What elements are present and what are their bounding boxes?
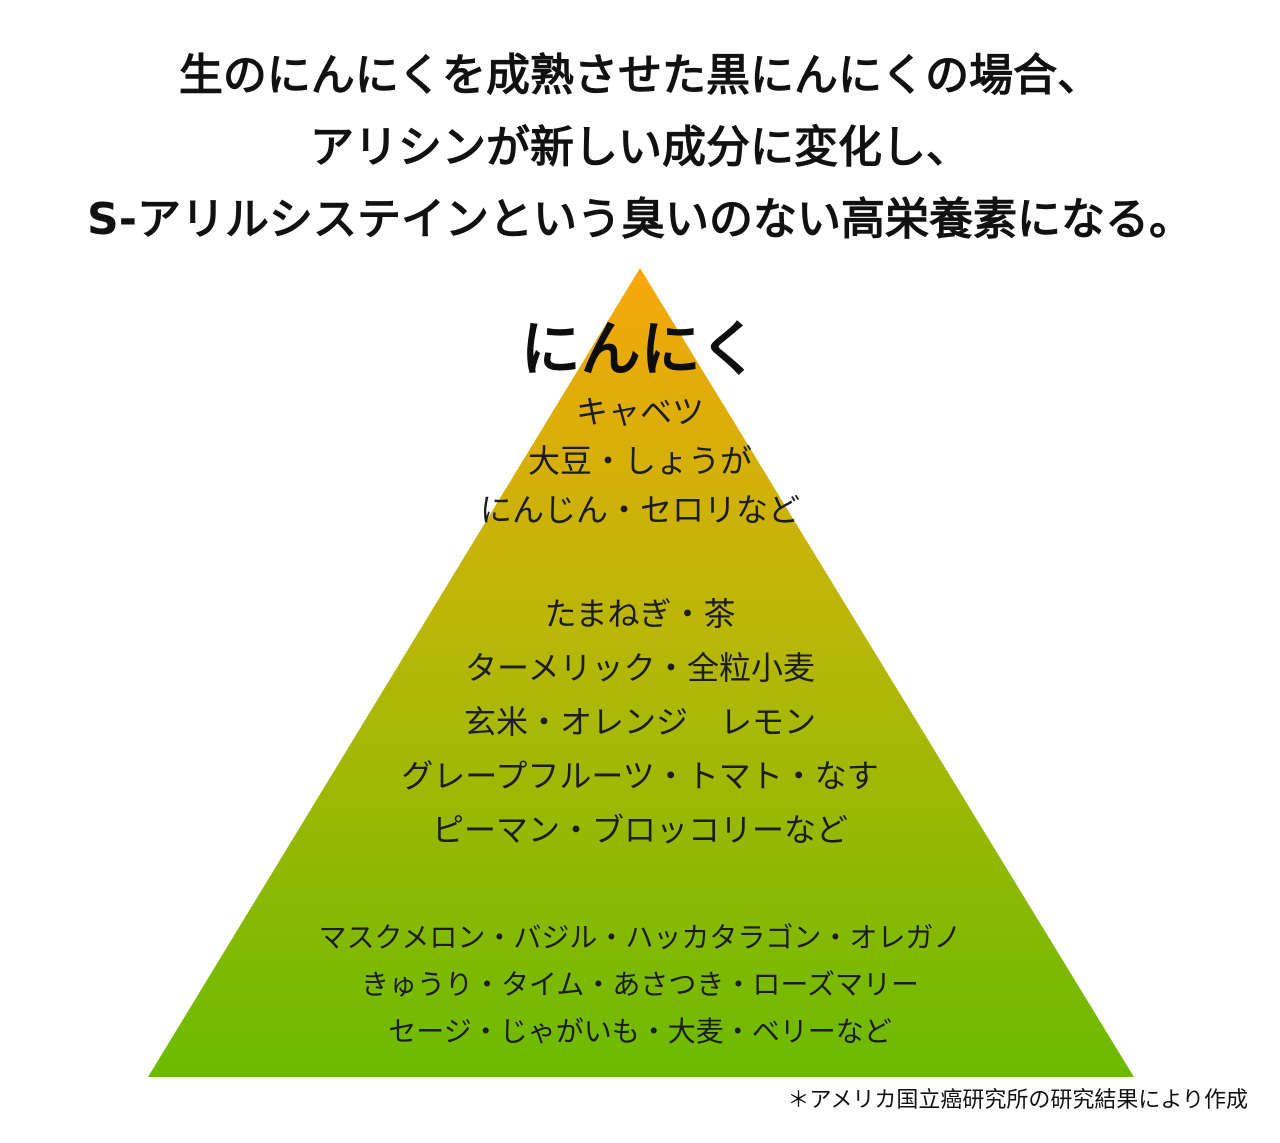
pyramid-top-title: にんにく — [520, 315, 760, 385]
pyramid-tier-2: たまねぎ・茶 ターメリック・全粒小麦 玄米・オレンジ レモン グレープフルーツ・… — [0, 587, 1280, 857]
tier-2-line: ピーマン・ブロッコリーなど — [431, 811, 848, 849]
tier-3-line: マスクメロン・バジル・ハッカタラゴン・オレガノ — [318, 921, 962, 954]
tier-1-line: キャベツ — [575, 393, 704, 431]
tier-3-line: セージ・じゃがいも・大麦・ベリーなど — [388, 1015, 892, 1048]
tier-2-line: たまねぎ・茶 — [544, 595, 736, 633]
tier-1-line: にんじん・セロリなど — [479, 491, 800, 529]
tier-2-line: 玄米・オレンジ レモン — [463, 703, 816, 741]
heading-line-2: アリシンが新しい成分に変化し、 — [310, 122, 970, 173]
tier-3-line: きゅうり・タイム・あさつき・ローズマリー — [360, 968, 920, 1001]
pyramid-tier-3: マスクメロン・バジル・ハッカタラゴン・オレガノ きゅうり・タイム・あさつき・ロー… — [0, 914, 1280, 1055]
tier-1-line: 大豆・しょうが — [527, 442, 752, 480]
heading-line-3: S-アリルシステインという臭いのない高栄養素になる。 — [87, 194, 1193, 245]
source-footnote: ＊アメリカ国立癌研究所の研究結果により作成 — [787, 1088, 1248, 1113]
tier-2-line: ターメリック・全粒小麦 — [464, 649, 816, 687]
pyramid-triangle — [148, 268, 1134, 1077]
tier-2-line: グレープフルーツ・トマト・なす — [401, 757, 879, 795]
heading: 生のにんにくを成熟させた黒にんにくの場合、 アリシンが新しい成分に変化し、 S-… — [0, 40, 1280, 256]
heading-line-1: 生のにんにくを成熟させた黒にんにくの場合、 — [178, 50, 1102, 101]
pyramid-tier-1: キャベツ 大豆・しょうが にんじん・セロリなど — [0, 388, 1280, 535]
